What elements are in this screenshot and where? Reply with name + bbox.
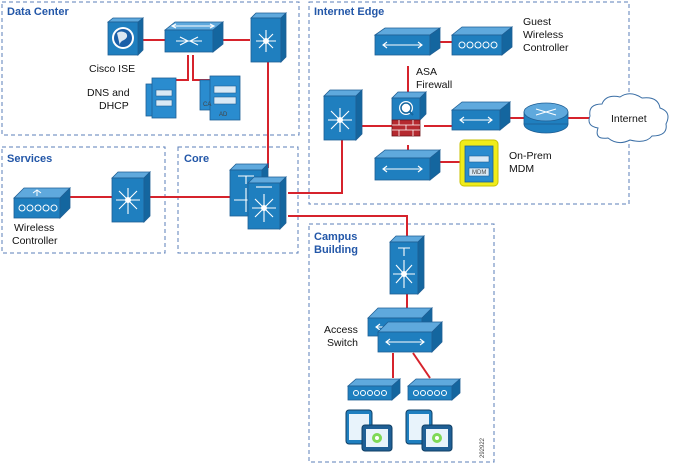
asa-label-2: Firewall: [416, 79, 452, 91]
router-icon: [523, 102, 569, 134]
wireless-controller-icon: [406, 378, 462, 401]
tablet-left[interactable]: [345, 409, 393, 452]
zone-title-data-center: Data Center: [7, 6, 69, 18]
dns-dhcp-label-1: DNS and: [87, 87, 130, 99]
cisco-ise[interactable]: Cisco ISE: [89, 17, 145, 75]
edge-outside-switch[interactable]: [450, 101, 512, 131]
campus-distribution-switch[interactable]: [389, 235, 425, 295]
server-icon: [145, 77, 177, 119]
wireless-controller-icon: [346, 378, 402, 401]
asa-label-1: ASA: [416, 66, 437, 78]
wlc-label-2: Controller: [12, 235, 58, 247]
server-icon: CA AD: [199, 75, 241, 121]
tablet-icon: [345, 409, 393, 452]
switch-icon: [373, 27, 442, 56]
zone-title-campus-line2: Building: [314, 244, 358, 256]
zone-title-internet-edge: Internet Edge: [314, 6, 384, 18]
zone-data-center: Data Center: [1, 1, 300, 136]
wireless-controller-icon: [450, 26, 514, 56]
switch-icon: [367, 307, 443, 353]
internet-router[interactable]: [523, 102, 569, 134]
dc-aggregation-switch[interactable]: [163, 21, 225, 53]
dns-dhcp-server[interactable]: DNS and DHCP: [87, 77, 177, 119]
multilayer-switch-icon: [323, 89, 363, 141]
multilayer-switch-icon: [111, 171, 151, 223]
switch-icon: [373, 149, 442, 181]
ise-globe-icon: [106, 17, 145, 56]
asa-firewall[interactable]: ASA Firewall: [391, 66, 452, 137]
access-label-1: Access: [324, 324, 358, 336]
zone-services: Services: [1, 146, 166, 254]
zone-core: Core: [177, 146, 299, 254]
access-label-2: Switch: [327, 337, 358, 349]
internet-cloud: Internet: [588, 93, 669, 144]
zone-campus-building: Campus Building: [308, 223, 495, 463]
ca-label: CA: [203, 102, 211, 108]
zone-title-services: Services: [7, 153, 52, 165]
multilayer-switch-icon: [250, 12, 287, 63]
guest-wlc-label-2: Wireless: [523, 29, 563, 41]
guest-wlc-label-3: Controller: [523, 42, 569, 54]
access-point-left[interactable]: [346, 378, 402, 401]
edge-distribution-switch[interactable]: [323, 89, 363, 141]
multilayer-switch-icon: [389, 235, 425, 295]
ad-label: AD: [219, 112, 228, 118]
onprem-label-1: On-Prem: [509, 150, 552, 162]
server-icon: MDM: [464, 145, 494, 183]
core-switch-pair[interactable]: [229, 163, 287, 230]
mdm-badge: MDM: [472, 170, 486, 176]
switch-icon: [450, 101, 512, 131]
figure-id: 292922: [480, 437, 486, 458]
guest-wlc-label-1: Guest: [523, 16, 551, 28]
dc-core-switch[interactable]: [250, 12, 287, 63]
guest-wireless-controller[interactable]: Guest Wireless Controller: [450, 16, 569, 56]
zone-title-core: Core: [184, 153, 209, 165]
cloud-icon: [588, 93, 669, 144]
edge-mdm-switch[interactable]: [373, 149, 442, 181]
firewall-icon: [391, 91, 427, 137]
wlc-label-1: Wireless: [14, 222, 54, 234]
wireless-controller[interactable]: Wireless Controller: [12, 187, 71, 247]
ca-ad-server[interactable]: CA AD: [199, 75, 241, 121]
services-switch[interactable]: [111, 171, 151, 223]
edge-top-switch[interactable]: [373, 27, 442, 56]
switch-icon: [163, 21, 225, 53]
onprem-label-2: MDM: [509, 163, 534, 175]
multilayer-switch-icon: [247, 176, 287, 230]
wireless-controller-icon: [13, 187, 71, 219]
internet-label: Internet: [611, 113, 647, 125]
onprem-mdm-server[interactable]: MDM On-Prem MDM: [459, 139, 552, 187]
dns-dhcp-label-2: DHCP: [99, 100, 129, 112]
cisco-ise-label: Cisco ISE: [89, 63, 135, 75]
access-point-right[interactable]: [406, 378, 462, 401]
tablet-icon: [405, 409, 453, 452]
zone-title-campus-line1: Campus: [314, 231, 357, 243]
tablet-right[interactable]: [405, 409, 453, 452]
campus-access-switch[interactable]: Access Switch: [324, 307, 443, 353]
